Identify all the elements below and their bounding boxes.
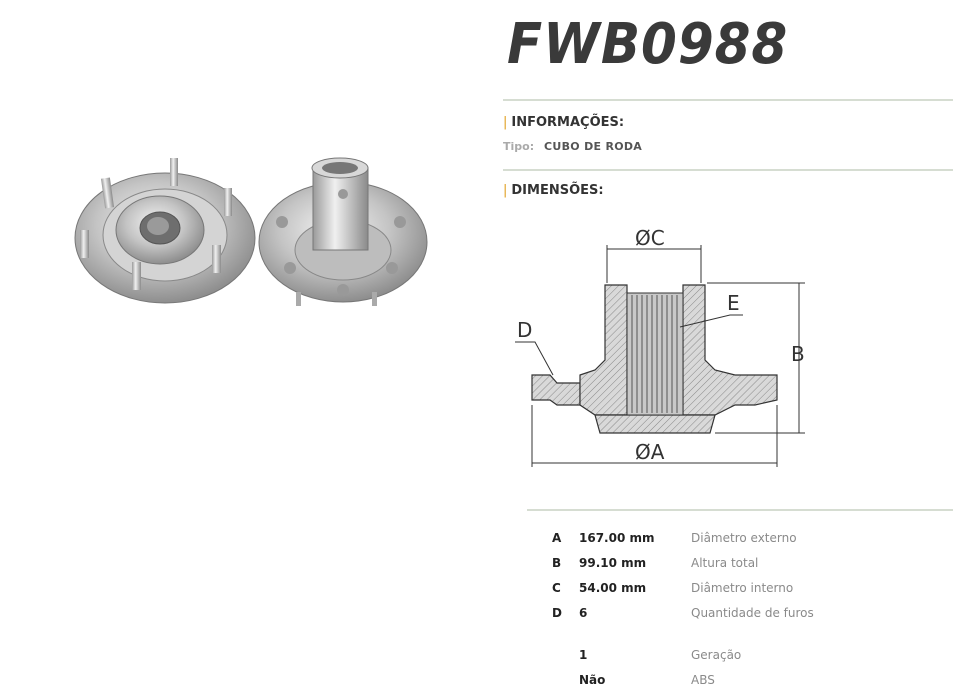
dim-label-b: B	[791, 342, 805, 366]
dim-desc: Diâmetro externo	[691, 531, 797, 545]
dim-value: 99.10 mm	[579, 556, 647, 570]
extra-value: 1	[579, 648, 588, 662]
dim-row: D 6 Quantidade de furos	[540, 606, 960, 626]
extra-desc: Geração	[691, 648, 742, 662]
dim-row: B 99.10 mm Altura total	[540, 556, 960, 576]
divider	[527, 509, 953, 511]
dim-key: B	[552, 556, 562, 570]
product-code: FWB0988	[507, 12, 789, 77]
extra-row: 1 Geração	[540, 648, 960, 668]
accent-bar: |	[503, 115, 508, 130]
tipo-label: Tipo:	[503, 140, 535, 153]
dim-key: C	[552, 581, 561, 595]
divider	[503, 99, 953, 101]
dim-desc: Diâmetro interno	[691, 581, 794, 595]
extra-desc: ABS	[691, 673, 715, 687]
product-photo	[74, 157, 428, 306]
dim-desc: Altura total	[691, 556, 759, 570]
dim-value: 54.00 mm	[579, 581, 647, 595]
dim-row: C 54.00 mm Diâmetro interno	[540, 581, 960, 601]
extra-value: Não	[579, 673, 606, 687]
dim-label-d: D	[517, 318, 532, 342]
dim-desc: Quantidade de furos	[691, 606, 814, 620]
extra-row: Não ABS	[540, 673, 960, 693]
dim-label-e: E	[727, 291, 740, 315]
dim-title-text: DIMENSÕES:	[511, 183, 604, 198]
accent-bar: |	[503, 183, 508, 198]
dim-label-a: ØA	[635, 440, 665, 464]
dim-label-c: ØC	[635, 226, 665, 250]
dim-key: A	[552, 531, 562, 545]
technical-drawing: ØC ØA B D E	[515, 226, 805, 467]
dim-value: 6	[579, 606, 588, 620]
spline-lines	[631, 295, 678, 413]
dim-section-title: |DIMENSÕES:	[503, 183, 604, 198]
divider	[503, 169, 953, 171]
info-title-text: INFORMAÇÕES:	[511, 115, 625, 130]
dim-value: 167.00 mm	[579, 531, 655, 545]
tipo-value: CUBO DE RODA	[544, 140, 643, 153]
dim-row: A 167.00 mm Diâmetro externo	[540, 531, 960, 551]
hub-front-view	[74, 158, 256, 304]
hub-back-view	[258, 157, 428, 306]
info-section-title: |INFORMAÇÕES:	[503, 115, 624, 130]
dim-key: D	[552, 606, 562, 620]
